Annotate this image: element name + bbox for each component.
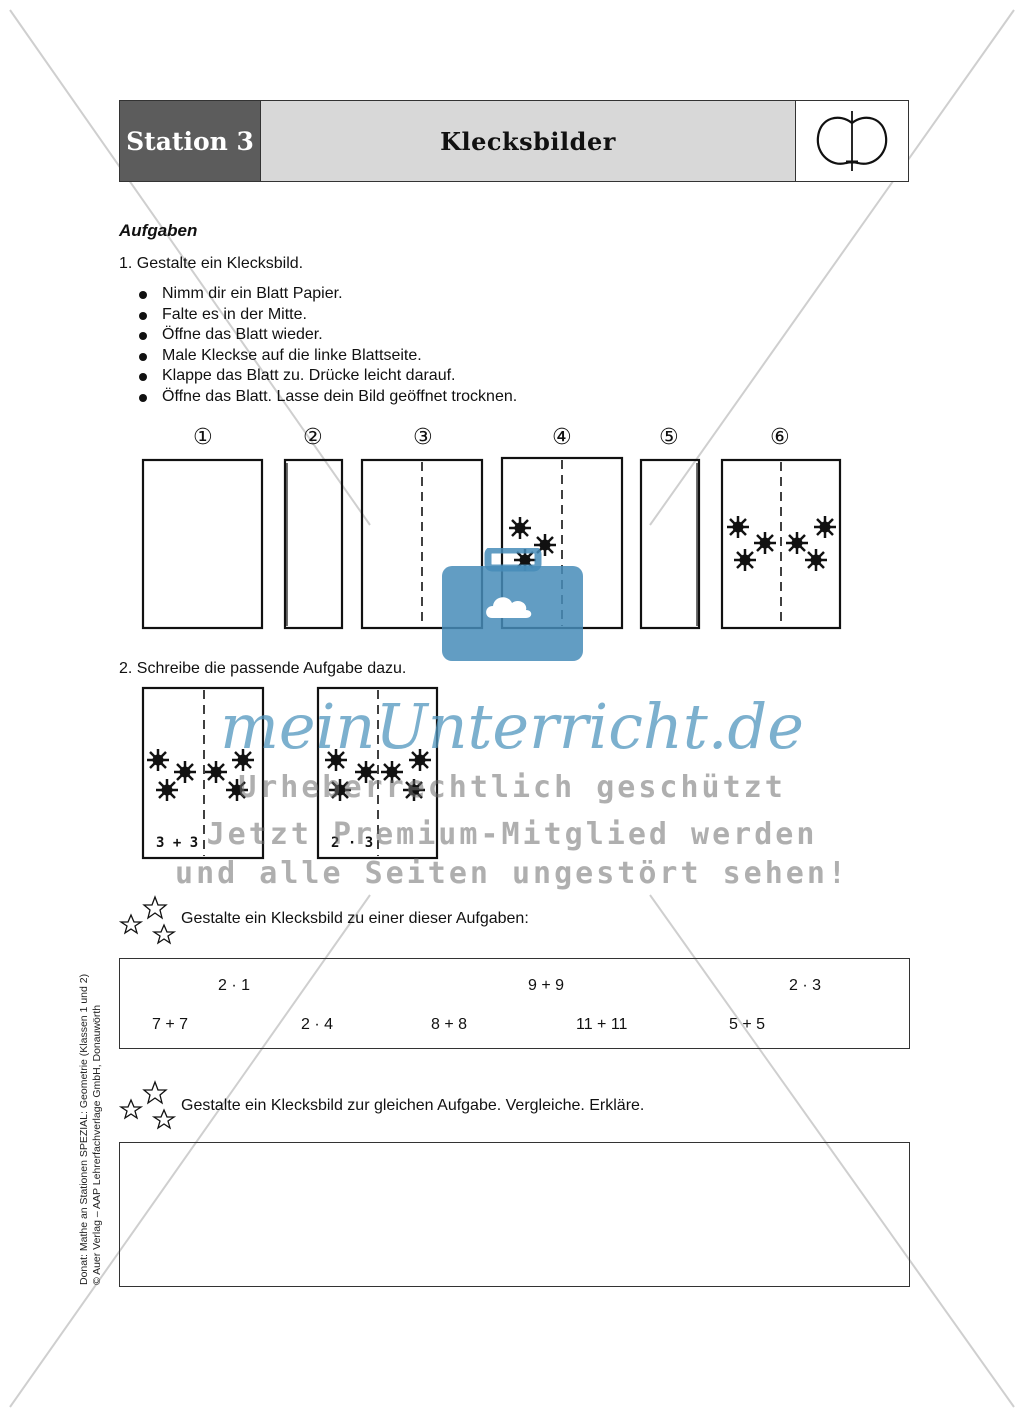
step-number-4: ④ <box>552 425 572 450</box>
step-number-6: ⑥ <box>770 425 790 450</box>
step-number-1: ① <box>193 425 213 450</box>
briefcase-watermark-icon <box>442 548 583 661</box>
station-header: Station 3 Klecksbilder <box>119 100 909 182</box>
task-option: 7 + 7 <box>152 1016 189 1033</box>
task-option: 5 + 5 <box>729 1016 766 1033</box>
apple-icon <box>796 101 908 181</box>
copyright-line-2: © Auer Verlag – AAP Lehrerfachverlage Gm… <box>91 1004 103 1285</box>
copyright-sidebar: Donat: Mathe an Stationen SPEZIAL: Geome… <box>78 945 104 1285</box>
watermark-line-3: und alle Seiten ungestört sehen! <box>175 856 849 891</box>
task-options-box: 2 · 1 9 + 9 2 · 3 7 + 7 2 · 4 8 + 8 11 +… <box>119 958 910 1049</box>
sheet-blank <box>141 458 264 630</box>
challenge-1-text: Gestalte ein Klecksbild zu einer dieser … <box>181 910 529 927</box>
instruction-step: Male Kleckse auf die linke Blattseite. <box>136 346 517 367</box>
step-number-2: ② <box>303 425 323 450</box>
task-2-text: 2. Schreibe die passende Aufgabe dazu. <box>119 660 407 677</box>
instruction-step: Öffne das Blatt wieder. <box>136 325 517 346</box>
instruction-step: Klappe das Blatt zu. Drücke leicht darau… <box>136 366 517 387</box>
task-option: 8 + 8 <box>431 1016 468 1033</box>
task-option: 11 + 11 <box>576 1016 628 1033</box>
stars-icon <box>118 1080 177 1130</box>
watermark-line-2: Jetzt Premium-Mitglied werden <box>206 817 818 852</box>
stars-icon <box>118 895 177 945</box>
challenge-2-text: Gestalte ein Klecksbild zur gleichen Auf… <box>181 1097 645 1114</box>
task-option: 9 + 9 <box>528 977 565 994</box>
task-option: 2 · 4 <box>301 1016 334 1033</box>
station-label: Station 3 <box>120 101 261 181</box>
sheet-with-blots-both <box>720 458 842 630</box>
step-number-5: ⑤ <box>659 425 679 450</box>
task-option: 2 · 3 <box>789 977 822 994</box>
sheet-closed <box>639 458 701 630</box>
copyright-line-1: Donat: Mathe an Stationen SPEZIAL: Geome… <box>78 973 90 1285</box>
task-1-text: 1. Gestalte ein Klecksbild. <box>119 255 304 272</box>
instruction-step: Falte es in der Mitte. <box>136 305 517 326</box>
page-title: Klecksbilder <box>261 101 796 181</box>
step-number-3: ③ <box>413 425 433 450</box>
instruction-list: Nimm dir ein Blatt Papier. Falte es in d… <box>136 284 517 407</box>
example-label-addition: 3 + 3 <box>156 835 199 851</box>
example-label-multiplication: 2 · 3 <box>331 835 374 851</box>
sheet-folded <box>283 458 344 630</box>
answer-box[interactable] <box>119 1142 910 1287</box>
sheet-opened <box>360 458 484 630</box>
tasks-heading: Aufgaben <box>119 221 198 240</box>
instruction-step: Nimm dir ein Blatt Papier. <box>136 284 517 305</box>
watermark-line-1: Urheberrechtlich geschützt <box>238 770 786 805</box>
instruction-step: Öffne das Blatt. Lasse dein Bild geöffne… <box>136 387 517 408</box>
task-option: 2 · 1 <box>218 977 251 994</box>
watermark-logo: meinUnterricht.de <box>220 690 804 763</box>
